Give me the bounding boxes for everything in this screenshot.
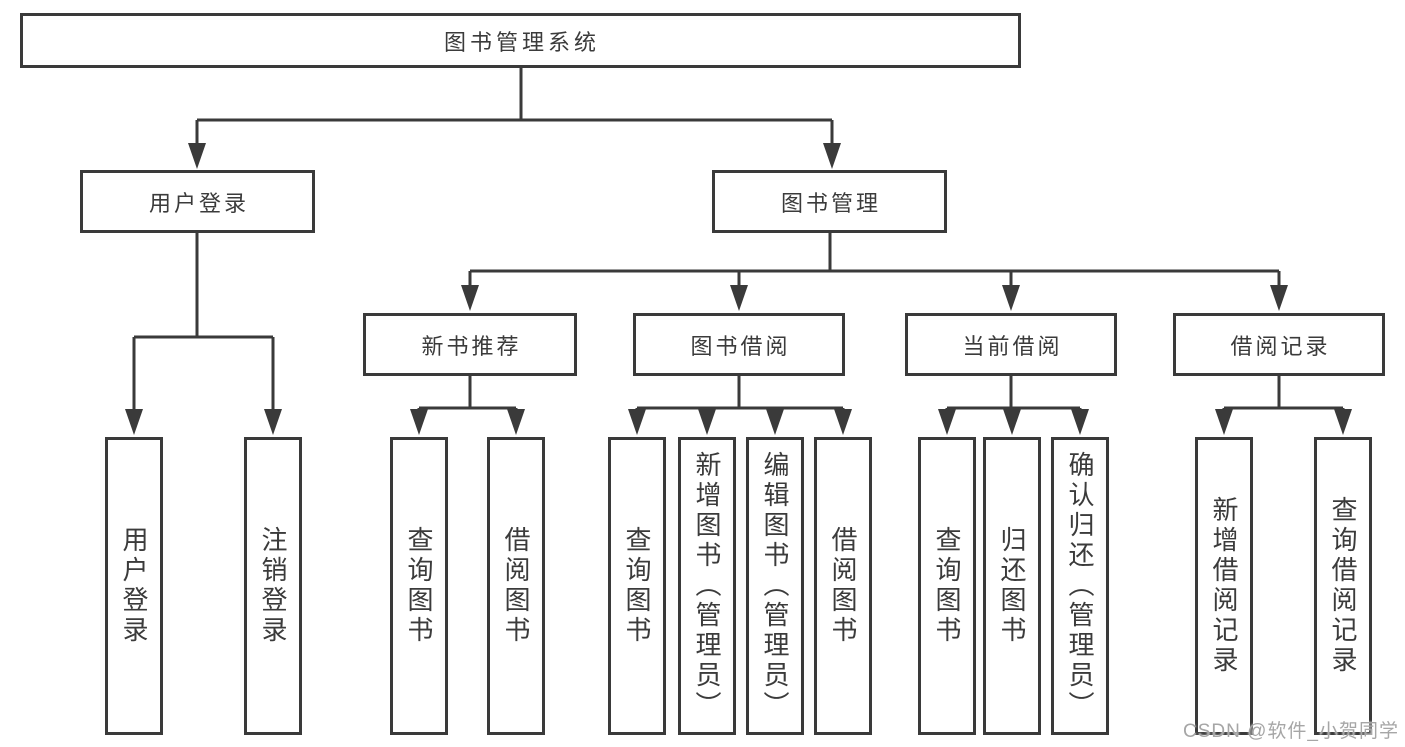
leaf-borrow-books-2: 借阅图书	[814, 437, 872, 735]
leaf-label: 注销登录	[258, 526, 288, 646]
arrowhead	[1002, 285, 1020, 311]
leaf-label: 查询图书	[932, 526, 962, 646]
arrowhead	[507, 409, 525, 435]
connector-book-mgmt	[468, 233, 1281, 286]
arrowhead	[1270, 285, 1288, 311]
arrowhead	[823, 143, 841, 169]
leaf-label: 新增借阅记录	[1209, 496, 1239, 676]
leaf-return-books: 归还图书	[983, 437, 1041, 735]
node-book-borrowing: 图书借阅	[633, 313, 845, 376]
connector-current-borrow	[945, 376, 1082, 410]
arrowhead	[1215, 409, 1233, 435]
arrowhead	[628, 409, 646, 435]
csdn-watermark: CSDN @软件_小贺同学	[1183, 721, 1399, 742]
leaf-add-borrow-record: 新增借阅记录	[1195, 437, 1253, 735]
arrowheads	[125, 143, 1352, 435]
arrowhead	[1071, 409, 1089, 435]
leaf-label: 确认归还（管理员）	[1065, 451, 1095, 721]
leaf-label: 借阅图书	[828, 526, 858, 646]
arrowhead	[125, 409, 143, 435]
leaf-label: 查询图书	[404, 526, 434, 646]
arrowhead	[1334, 409, 1352, 435]
leaf-borrow-books-1: 借阅图书	[487, 437, 545, 735]
arrowhead	[188, 143, 206, 169]
arrowhead	[410, 409, 428, 435]
leaf-query-borrow-record: 查询借阅记录	[1314, 437, 1372, 735]
arrowhead	[264, 409, 282, 435]
connector-borrow-records	[1222, 376, 1345, 410]
leaf-logout: 注销登录	[244, 437, 302, 735]
leaf-label: 查询借阅记录	[1328, 496, 1358, 676]
leaf-label: 新增图书（管理员）	[692, 451, 722, 721]
connector-new-book-rec	[417, 376, 518, 410]
leaf-label: 编辑图书（管理员）	[760, 451, 790, 721]
leaf-label: 查询图书	[622, 526, 652, 646]
leaf-edit-books-admin: 编辑图书（管理员）	[746, 437, 804, 735]
leaf-label: 归还图书	[997, 526, 1027, 646]
leaf-add-books-admin: 新增图书（管理员）	[678, 437, 736, 735]
node-library-management-system: 图书管理系统	[20, 13, 1021, 68]
leaf-label: 用户登录	[119, 526, 149, 646]
node-book-management: 图书管理	[712, 170, 947, 233]
arrowhead	[938, 409, 956, 435]
connector-root	[195, 68, 834, 144]
arrowhead	[698, 409, 716, 435]
node-user-login: 用户登录	[80, 170, 315, 233]
node-borrowing-records: 借阅记录	[1173, 313, 1385, 376]
arrowhead	[1003, 409, 1021, 435]
arrowhead	[834, 409, 852, 435]
arrowhead	[730, 285, 748, 311]
leaf-query-books-1: 查询图书	[390, 437, 448, 735]
node-new-book-recommendation: 新书推荐	[363, 313, 577, 376]
leaf-confirm-return-admin: 确认归还（管理员）	[1051, 437, 1109, 735]
leaf-label: 借阅图书	[501, 526, 531, 646]
connector-book-borrow	[635, 376, 845, 410]
connector-user-login	[132, 233, 275, 410]
arrowhead	[461, 285, 479, 311]
node-current-borrowing: 当前借阅	[905, 313, 1117, 376]
leaf-query-books-2: 查询图书	[608, 437, 666, 735]
connector-paths	[132, 68, 1345, 410]
leaf-user-login: 用户登录	[105, 437, 163, 735]
arrowhead	[766, 409, 784, 435]
leaf-query-books-3: 查询图书	[918, 437, 976, 735]
